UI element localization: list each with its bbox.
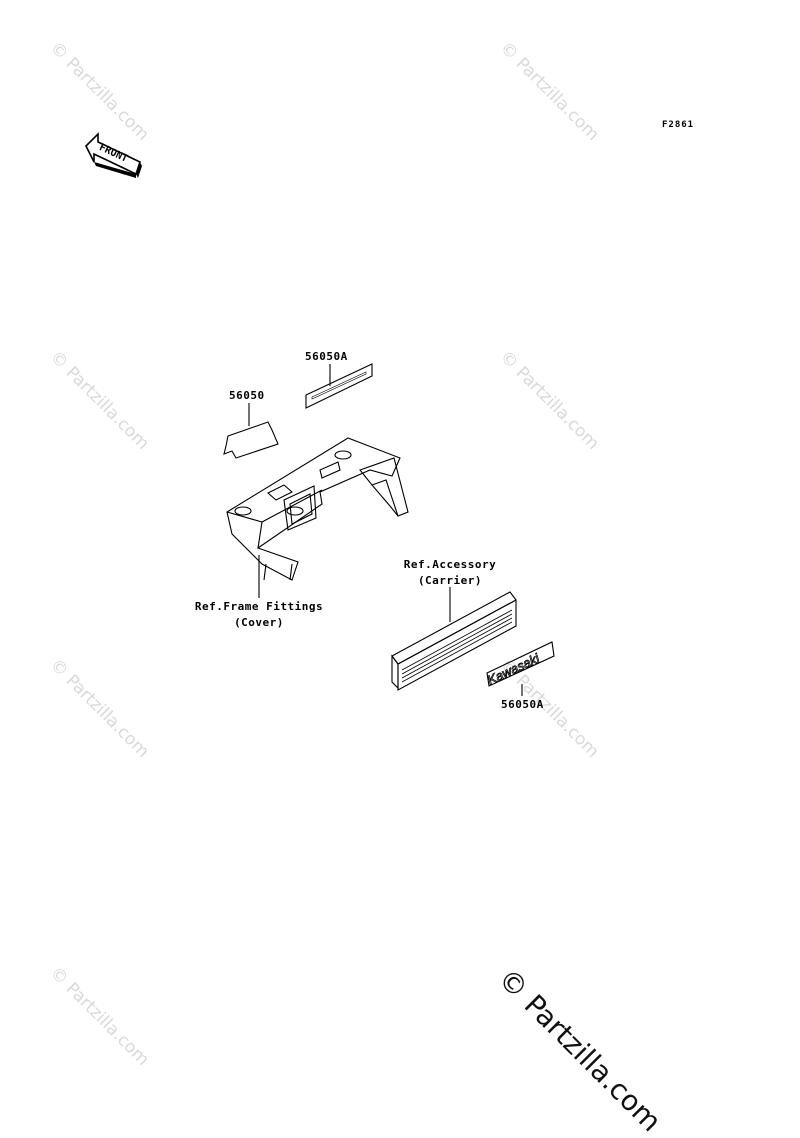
kawasaki-emblem-text: Kawasaki [485, 650, 543, 688]
label-56050: 56050 [229, 389, 265, 402]
label-56050A-bottom: 56050A [501, 698, 544, 711]
parts-line-art: Kawasaki [223, 363, 555, 696]
label-ref-frame-fittings: Ref.Frame Fittings [194, 600, 324, 613]
label-ref-frame-cover: (Cover) [234, 616, 284, 629]
front-arrow-icon: FRONT [85, 132, 142, 178]
carrier-side-panel [391, 591, 517, 691]
decal-56050 [223, 421, 279, 459]
rear-cover [226, 437, 409, 581]
decal-56050A-top [305, 363, 373, 409]
parts-diagram: © Partzilla.com © Partzilla.com © Partzi… [46, 38, 695, 1138]
kawasaki-emblem [486, 641, 555, 687]
label-56050A-top: 56050A [305, 350, 348, 363]
label-ref-accessory-carrier: (Carrier) [417, 574, 483, 587]
figure-code: F2861 [662, 120, 695, 130]
label-ref-accessory: Ref.Accessory [403, 558, 497, 571]
